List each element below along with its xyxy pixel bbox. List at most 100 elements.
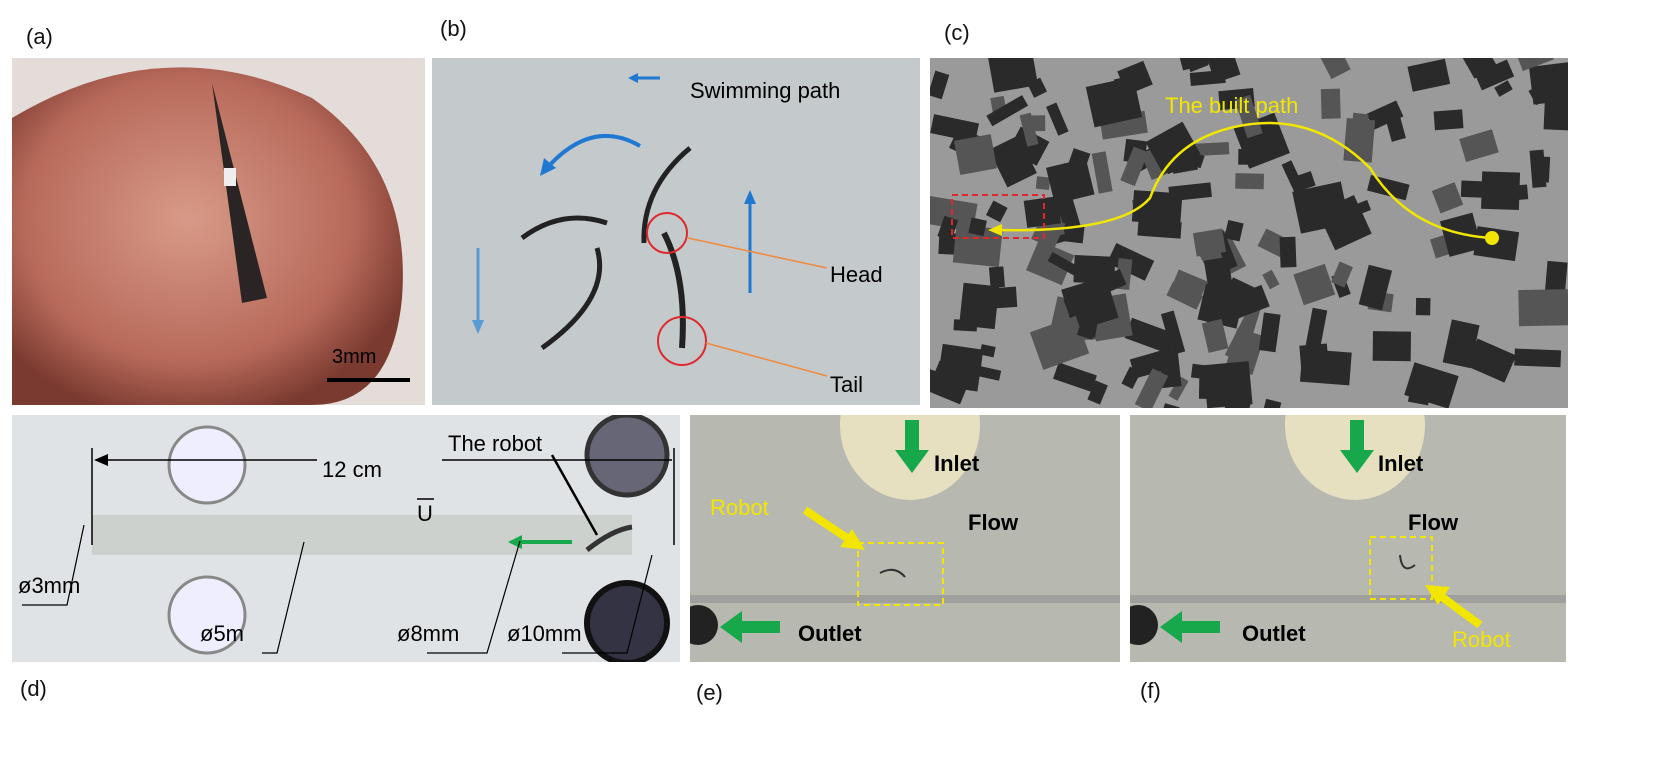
texture-blob [1262, 269, 1280, 290]
texture-blob [1407, 391, 1431, 406]
texture-blob [1113, 71, 1150, 92]
texture-blob [1171, 269, 1208, 300]
panel-f-photo: Inlet Flow Robot Outlet [1130, 415, 1566, 662]
length-label: 12 cm [322, 457, 382, 482]
head-label: Head [830, 262, 883, 287]
panel-a-photo: 3mm [12, 58, 425, 405]
texture-blob [1358, 264, 1393, 311]
d8-label: ø8mm [397, 621, 459, 646]
texture-blob [1415, 297, 1431, 316]
texture-blob [1085, 76, 1143, 128]
built-path [994, 121, 1493, 240]
inlet-label: Inlet [934, 451, 980, 476]
scale-bar-label: 3mm [332, 346, 376, 368]
texture-blob [1063, 148, 1091, 185]
texture-blob [936, 343, 984, 392]
texture-blob [1528, 83, 1550, 106]
texture-blob [1019, 112, 1039, 147]
texture-blob [1494, 80, 1513, 97]
texture-blob [1279, 236, 1297, 268]
texture-blob [1201, 318, 1229, 353]
panel-e-label: (e) [696, 680, 723, 705]
texture-blob [1448, 333, 1465, 358]
texture-blob [1219, 398, 1251, 408]
texture-blob [1473, 226, 1520, 262]
texture-blob [987, 58, 1039, 93]
texture-blob [1080, 269, 1127, 302]
legend-swimming-path: Swimming path [690, 78, 840, 103]
robot-label: Robot [1452, 627, 1511, 652]
texture-blob [1261, 398, 1282, 408]
texture-blob [1299, 348, 1352, 386]
panel-d-photo: 12 cm The robot U ø3mm ø5m ø8mm ø10mm [12, 415, 680, 662]
texture-blob [1192, 228, 1226, 257]
texture-blob [1366, 100, 1404, 130]
texture-blob [952, 224, 1003, 268]
texture-blob [1234, 94, 1263, 139]
texture-blob [1026, 240, 1075, 286]
built-path-label: The built path [1165, 93, 1298, 118]
panel-a-label: (a) [26, 24, 53, 49]
texture-blob [954, 134, 997, 176]
texture-blob [1091, 151, 1113, 194]
flow-label: Flow [968, 510, 1019, 535]
texture-blob [1343, 118, 1376, 163]
flow-label: Flow [1408, 510, 1459, 535]
texture-blob [1529, 149, 1547, 188]
texture-blob [1331, 261, 1353, 288]
texture-blob [986, 95, 1029, 127]
texture-blob [1134, 368, 1169, 408]
robot-film [212, 83, 267, 303]
texture-blob [1124, 317, 1178, 355]
texture-blob [1384, 111, 1406, 142]
texture-blob [1407, 58, 1451, 92]
panel-e-photo: Inlet Flow Robot Outlet [690, 415, 1120, 662]
robot [585, 524, 633, 552]
panel-b-photo: Swimming path Head Tail [432, 58, 920, 405]
texture-blob [1087, 380, 1108, 405]
outlet-label: Outlet [1242, 621, 1306, 646]
texture-blob [1183, 58, 1209, 73]
texture-blob [1203, 58, 1241, 83]
texture-blob [988, 135, 1037, 188]
outlet-label: Outlet [798, 621, 862, 646]
texture-blob [1198, 377, 1215, 399]
texture-blob [986, 286, 1018, 309]
texture-blob [1029, 315, 1090, 370]
texture-blob [1367, 174, 1410, 201]
texture-blob [1431, 182, 1464, 214]
texture-blob [979, 344, 996, 358]
texture-blob [1120, 146, 1149, 187]
texture-blob [1518, 289, 1568, 327]
panel-f-label: (f) [1140, 678, 1161, 703]
texture-blob [1060, 213, 1077, 238]
texture-blob [1459, 129, 1499, 163]
texture-blob [968, 217, 987, 237]
texture-blob [1481, 171, 1521, 210]
texture-blob [1317, 58, 1351, 80]
texture-blob [1121, 366, 1141, 389]
texture-blob [1160, 310, 1186, 355]
panel-d-label: (d) [20, 676, 47, 701]
texture-blob [1514, 348, 1562, 368]
inlet-label: Inlet [1378, 451, 1424, 476]
texture-blob [1053, 362, 1097, 392]
texture-blob [1293, 263, 1336, 306]
texture-blob [1035, 176, 1051, 191]
texture-blob [1168, 376, 1189, 401]
texture-blob [1224, 315, 1254, 360]
texture-blob [1046, 102, 1069, 136]
texture-blob [1454, 58, 1497, 79]
texture-blob [1320, 88, 1341, 119]
texture-blob [988, 266, 1005, 288]
texture-blob [1235, 173, 1265, 190]
d10-label: ø10mm [507, 621, 582, 646]
velocity-label: U [417, 501, 433, 526]
texture-blob [1305, 307, 1328, 352]
texture-blob [1372, 331, 1412, 362]
texture-blob [1515, 58, 1554, 72]
texture-blob [985, 200, 1008, 223]
d5-label: ø5m [200, 621, 244, 646]
texture-blob [1224, 220, 1244, 242]
texture-blob [1474, 59, 1515, 91]
